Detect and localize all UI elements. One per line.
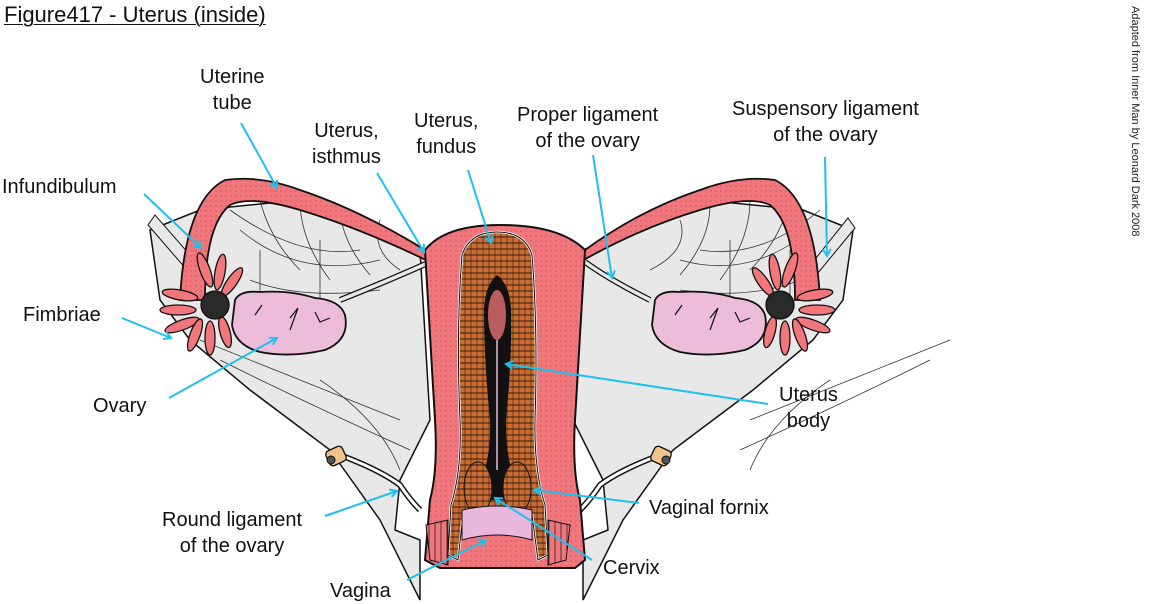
label-isthmus: Uterus,isthmus <box>312 120 381 168</box>
label-cervix: Cervix <box>603 557 660 579</box>
arrow-infundibulum <box>143 193 201 248</box>
arrow-fimbriae <box>121 317 171 338</box>
arrow-fundus <box>467 169 491 243</box>
label-fundus: Uterus,fundus <box>414 110 479 158</box>
mesosalpinx-lines <box>199 199 951 471</box>
arrow-vagina <box>406 540 486 581</box>
arrow-suspensory-ligament <box>825 156 827 256</box>
right-fimbriae <box>751 252 836 356</box>
vagina-lining <box>461 505 533 541</box>
label-ovary: Ovary <box>93 395 147 417</box>
arrow-uterine-tube <box>240 122 277 188</box>
vagina-wall-right <box>547 519 571 566</box>
label-vaginal-fornix: Vaginal fornix <box>649 497 769 519</box>
vagina-wall-left <box>425 519 449 566</box>
arrow-round-ligament <box>324 491 397 517</box>
label-fimbriae: Fimbriae <box>23 304 101 326</box>
arrow-uterus-body <box>506 364 769 405</box>
left-ovary <box>231 290 347 356</box>
figure-title: Figure417 - Uterus (inside) <box>4 2 266 27</box>
label-vagina: Vagina <box>330 580 391 602</box>
arrow-ovary <box>168 338 277 399</box>
round-ligament-cut-ends <box>325 445 672 467</box>
left-fimbriae <box>159 252 244 356</box>
arrow-proper-ligament <box>592 154 612 278</box>
arrow-cervix <box>495 498 593 561</box>
right-ovary <box>651 290 767 356</box>
endometrium-spot <box>488 290 506 340</box>
arrow-isthmus <box>376 172 424 252</box>
label-infundibulum: Infundibulum <box>2 176 117 198</box>
arrow-vaginal-fornix <box>534 490 640 504</box>
